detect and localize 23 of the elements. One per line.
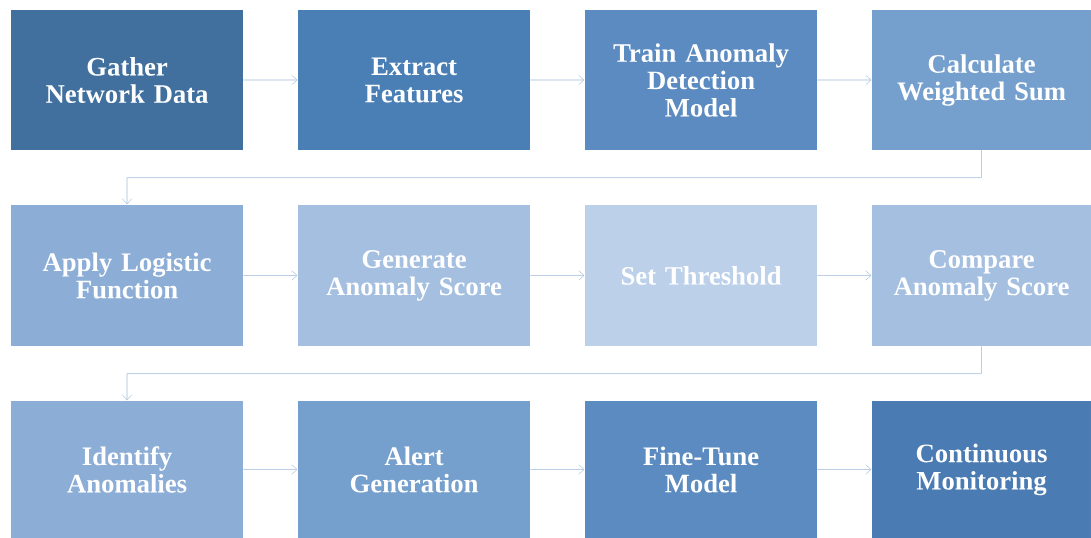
- arrow: [242, 270, 298, 281]
- arrow: [242, 464, 298, 475]
- process-box: Apply Logistic Function: [11, 205, 243, 346]
- process-box: Compare Anomaly Score: [872, 205, 1091, 346]
- arrow: [816, 464, 872, 475]
- arrow: [121, 149, 982, 205]
- process-box: Identify Anomalies: [11, 401, 243, 538]
- process-box: Train Anomaly Detection Model: [585, 10, 817, 150]
- process-box: Extract Features: [298, 10, 530, 150]
- arrow: [816, 270, 872, 281]
- process-box: Continuous Monitoring: [872, 401, 1091, 538]
- process-box: Gather Network Data: [11, 10, 243, 150]
- arrow: [529, 74, 585, 86]
- arrow: [242, 74, 298, 86]
- arrow: [816, 74, 872, 86]
- process-box: Calculate Weighted Sum: [872, 10, 1091, 150]
- arrow: [529, 270, 585, 281]
- process-box: Set Threshold: [585, 205, 817, 346]
- process-box: Generate Anomaly Score: [298, 205, 530, 346]
- process-box: Alert Generation: [298, 401, 530, 538]
- arrow: [121, 345, 982, 401]
- arrow: [529, 464, 585, 475]
- process-box: Fine-Tune Model: [585, 401, 817, 538]
